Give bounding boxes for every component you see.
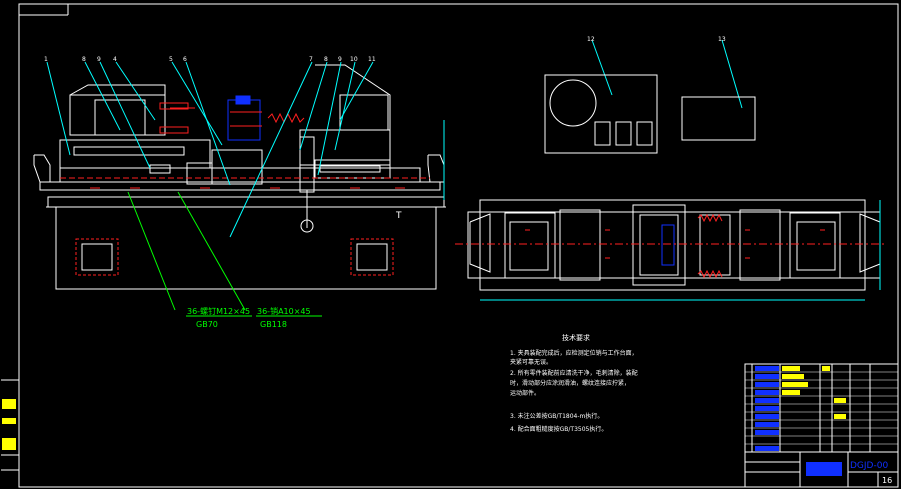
parts-list-fills: [755, 366, 846, 451]
callout-9: 9: [97, 56, 101, 63]
top-view: [455, 199, 885, 301]
pin-standard: GB118: [260, 320, 287, 329]
front-view: T: [33, 64, 446, 290]
title-block: [744, 451, 899, 488]
left-margin-strip: [1, 379, 19, 471]
callout-9b: 9: [338, 56, 342, 63]
callout-6: 6: [183, 56, 187, 63]
tech-req-line-2: 夹紧可靠无误。: [510, 358, 552, 366]
callout-leaders: [46, 39, 743, 238]
callout-11: 11: [368, 56, 376, 63]
callout-1: 1: [44, 56, 48, 63]
screw-standard: GB70: [196, 320, 218, 329]
callout-10: 10: [350, 56, 358, 63]
tech-req-line-1: 1. 夹具装配完成后，应检测定位销与工作台面，: [510, 349, 638, 357]
sheet-number: 16: [882, 476, 892, 485]
callout-7: 7: [309, 56, 313, 63]
drawing-border: [18, 3, 899, 488]
callout-8: 8: [82, 56, 86, 63]
callout-8b: 8: [324, 56, 328, 63]
tech-req-line-7: 4. 配合面粗糙度按GB/T3505执行。: [510, 425, 607, 433]
tech-req-line-6: 3. 未注公差按GB/T1804-m执行。: [510, 412, 603, 420]
parts-list: [744, 363, 899, 453]
tech-req-line-3: 2. 所有零件装配前应清洗干净，毛刺清除，装配: [510, 369, 638, 377]
tech-req-line-4: 时，滑动部分应涂润滑油，螺纹连接应拧紧，: [510, 379, 630, 387]
svg-text:T: T: [395, 211, 402, 221]
tech-req-title: 技术要求: [562, 333, 590, 342]
callout-12: 12: [587, 36, 595, 43]
callout-13: 13: [718, 36, 726, 43]
callout-5: 5: [169, 56, 173, 63]
screw-note: 36-螺钉M12×45: [187, 306, 250, 316]
tech-req-line-5: 运动部件。: [510, 389, 540, 397]
drawing-number: DGJD-00: [850, 461, 888, 471]
tech-requirements: 技术要求 1. 夹具装配完成后，应检测定位销与工作台面， 夹紧可靠无误。 2. …: [510, 333, 638, 433]
control-box: [544, 74, 756, 154]
pin-note: 36-销A10×45: [257, 306, 311, 316]
part-note-leaders: [127, 191, 322, 317]
callout-4: 4: [113, 56, 117, 63]
